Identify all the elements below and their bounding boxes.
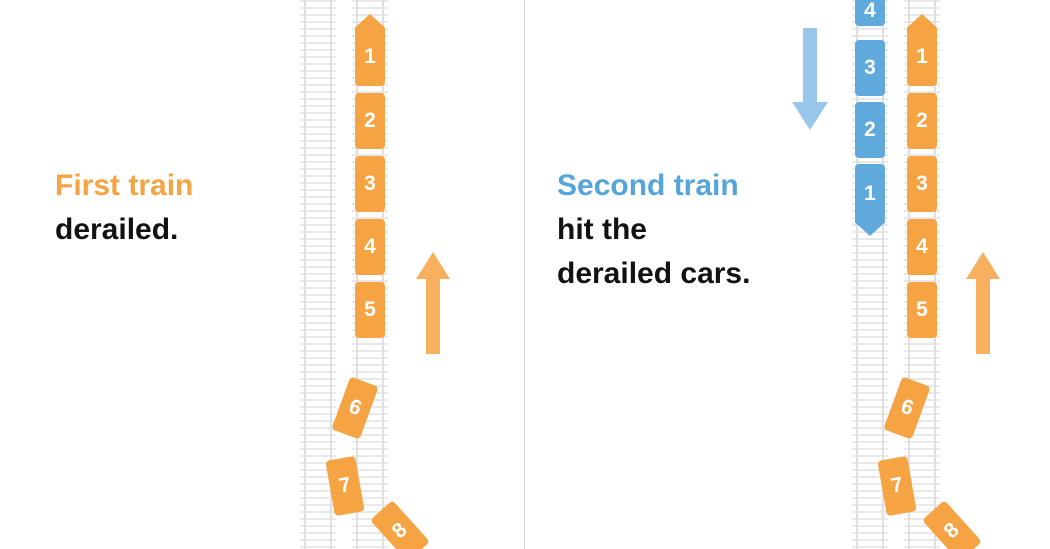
panel-right-headline: Second train hit the derailed cars.: [557, 164, 750, 296]
train-car: 3: [855, 40, 885, 96]
panel-left-headline: First train derailed.: [55, 164, 193, 252]
up-arrow-icon: [416, 252, 450, 354]
down-arrow-icon: [792, 28, 828, 132]
arrow-shaft: [803, 28, 817, 104]
train-car: 2: [907, 93, 937, 149]
train-car: 1: [855, 164, 885, 236]
panel-divider: [524, 0, 525, 549]
up-arrow-icon: [966, 252, 1000, 354]
arrow-shaft: [976, 276, 990, 354]
headline-second-train: Second train: [557, 169, 739, 202]
train-car: 1: [355, 14, 385, 86]
train-car: 3: [907, 156, 937, 212]
train-car: 4: [355, 219, 385, 275]
train-car: 4: [907, 219, 937, 275]
headline-derailed-cars: derailed cars.: [557, 257, 751, 290]
train-car: 2: [355, 93, 385, 149]
train-car: 5: [355, 282, 385, 338]
arrow-head: [966, 252, 1000, 279]
train-car: 4: [855, 0, 885, 26]
headline-first-train: First train: [55, 169, 194, 202]
arrow-head: [792, 102, 828, 130]
headline-hit-the: hit the: [557, 213, 647, 246]
train-car: 5: [907, 282, 937, 338]
track-left-empty: [300, 0, 336, 549]
train-car: 3: [355, 156, 385, 212]
arrow-head: [416, 252, 450, 279]
train-car: 2: [855, 102, 885, 158]
train-car: 1: [907, 14, 937, 86]
arrow-shaft: [426, 276, 440, 354]
headline-derailed: derailed.: [55, 213, 179, 246]
